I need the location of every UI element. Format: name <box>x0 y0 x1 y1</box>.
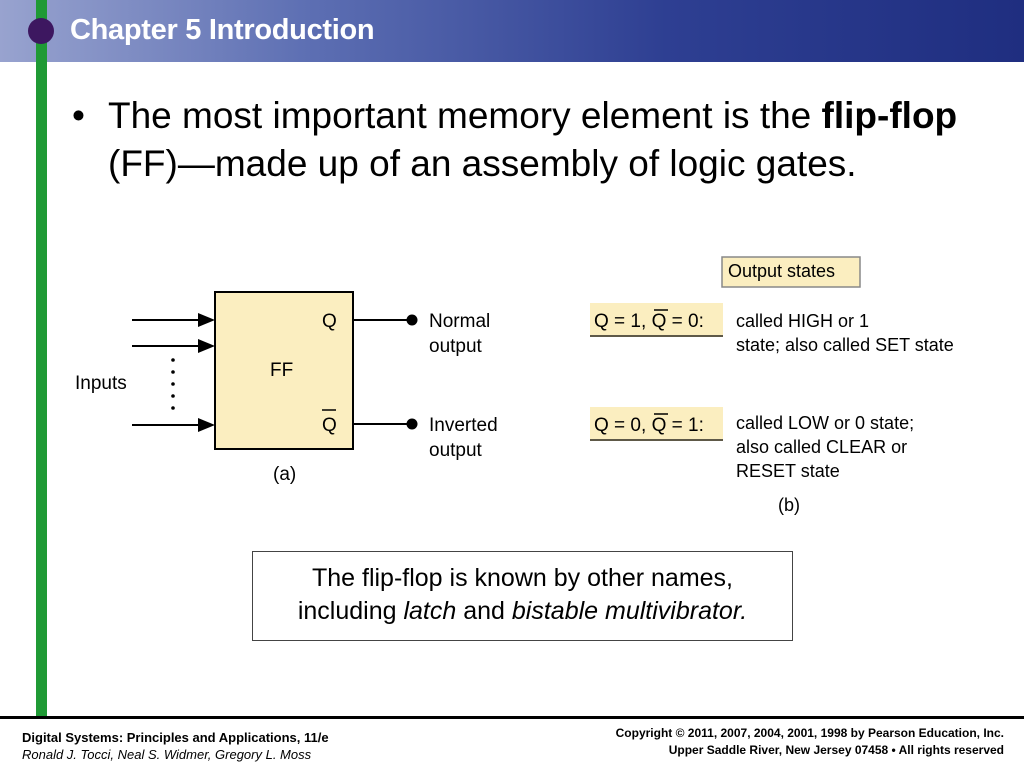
state1-equation: Q = 1, Q = 0: <box>594 311 704 332</box>
footer-publisher: Upper Saddle River, New Jersey 07458 • A… <box>668 743 1004 757</box>
bullet-text-bold: flip-flop <box>821 95 958 136</box>
state1-desc-line2: state; also called SET state <box>736 335 954 355</box>
flip-flop-diagram: Inputs FF Q Q Normal output Inverted out… <box>75 291 498 485</box>
footer-divider <box>0 716 1024 719</box>
title-bar: Chapter 5 Introduction <box>0 0 1024 62</box>
state2-desc-line2: also called CLEAR or <box>736 437 907 457</box>
bullet-text: The most important memory element is the… <box>108 92 1012 188</box>
output-states-title: Output states <box>728 261 835 281</box>
inputs-label: Inputs <box>75 373 127 394</box>
output-states-table: Output states Q = 1, Q = 0: called HIGH … <box>590 256 954 515</box>
q-bar-label: Q <box>322 415 337 436</box>
q-label: Q <box>322 311 337 332</box>
state2-equation: Q = 0, Q = 1: <box>594 415 704 436</box>
ff-box <box>214 291 354 450</box>
output-states-title-box <box>721 256 861 288</box>
bullet-text-part2: (FF)—made up of an assembly of logic gat… <box>108 143 857 184</box>
bullet-point: • The most important memory element is t… <box>72 92 1012 188</box>
note-line1: The flip-flop is known by other names, <box>311 564 734 592</box>
bullet-text-part1: The most important memory element is the <box>108 95 822 136</box>
state2-desc-line1: called LOW or 0 state; <box>736 413 914 433</box>
inverted-output-line2: output <box>429 440 483 461</box>
ff-label: FF <box>270 360 293 381</box>
note-line2: including latch and bistable multivibrat… <box>297 597 748 625</box>
normal-output-line1: Normal <box>429 311 490 332</box>
state2-highlight <box>590 407 723 441</box>
footer-copyright-info: Copyright © 2011, 2007, 2004, 2001, 1998… <box>616 725 1004 759</box>
figure-b-caption: (b) <box>778 495 800 515</box>
state1-desc-line1: called HIGH or 1 <box>736 311 869 331</box>
ellipsis-dots-icon <box>171 358 175 410</box>
input-arrows <box>132 313 215 432</box>
state1-highlight <box>590 303 723 337</box>
figure-a-caption: (a) <box>273 464 296 485</box>
footer-authors: Ronald J. Tocci, Neal S. Widmer, Gregory… <box>22 747 312 762</box>
green-accent-bar <box>36 0 47 718</box>
slide-title: Chapter 5 Introduction <box>70 14 375 46</box>
normal-output-line2: output <box>429 336 483 357</box>
footer-book-info: Digital Systems: Principles and Applicat… <box>22 729 329 763</box>
note-box: The flip-flop is known by other names, i… <box>252 551 793 641</box>
footer-book-title: Digital Systems: Principles and Applicat… <box>22 730 329 745</box>
state2-desc-line3: RESET state <box>736 461 840 481</box>
output-lines <box>353 314 418 430</box>
footer-copyright: Copyright © 2011, 2007, 2004, 2001, 1998… <box>615 726 1004 740</box>
inverted-output-line1: Inverted <box>429 415 498 436</box>
purple-dot-icon <box>28 18 54 44</box>
bullet-marker: • <box>72 95 85 136</box>
